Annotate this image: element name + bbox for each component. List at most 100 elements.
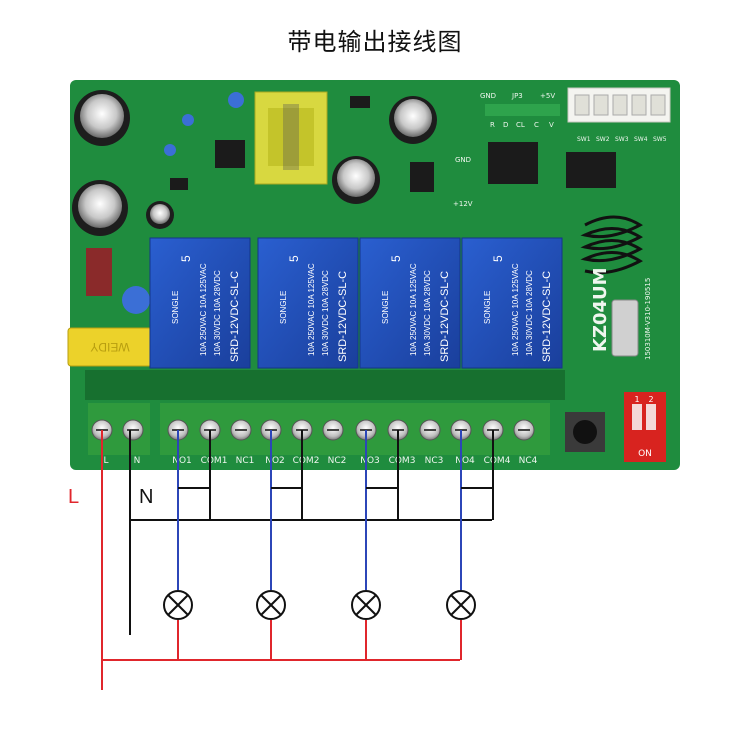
terminal-nc2: NC2 [322,419,347,466]
terminal-nc3: NC3 [419,419,444,466]
ceramic-cap-3 [164,144,176,156]
capacitor-brand: WEIDY [90,340,129,354]
fuse-resistor [86,248,112,296]
relay-4: SONGLE 10A 250VAC 10A 125VAC 10A 30VDC 10A… [461,237,563,369]
terminal-label: COM3 [389,456,416,466]
header-pin-r: R [490,121,495,129]
header-pin-c: C [534,121,539,129]
relay-3: SONGLE 10A 250VAC 10A 125VAC 10A 30VDC 10A… [359,237,461,369]
ceramic-cap-1 [228,92,244,108]
relay-model: SRD-12VDC-SL-C [439,271,451,362]
relay-brand: SONGLE [279,291,288,324]
relay-brand: SONGLE [483,291,492,324]
crystal-oscillator [611,299,639,357]
relay-rating-1: 10A 250VAC 10A 125VAC [409,263,418,356]
terminal-label: NO2 [265,456,285,466]
lamp-icon [256,590,286,620]
wiring-layer [101,430,494,690]
capacitor-center [332,156,380,204]
relay-number: 5 [389,255,403,262]
page-title: 带电输出接线图 [287,28,463,56]
neutral-label: N [139,486,153,508]
terminal-label: COM2 [293,456,320,466]
safety-capacitor: WEIDY [67,327,153,367]
terminal-label: NC1 [236,456,255,466]
smd-2 [350,96,370,108]
gnd2-label: GND [455,156,471,164]
pcb-code: 150310M-V310-190515 [644,278,652,360]
relay-number: 5 [287,255,301,262]
relay-1: SONGLE 10A 250VAC 10A 125VAC 10A 30VDC 10A… [149,237,251,369]
header-pad-row [485,104,560,116]
capacitor-small-left [146,201,174,229]
relay-brand: SONGLE [171,291,180,324]
relay-brand: SONGLE [381,291,390,324]
relay-rating-2: 10A 30VDC 10A 28VDC [423,270,432,356]
relay-rating-2: 10A 30VDC 10A 28VDC [525,270,534,356]
relay-body [149,237,251,369]
relay-body [257,237,359,369]
dip-num-2: 2 [648,395,653,404]
terminal-nc1: NC1 [230,419,255,466]
relay-number: 5 [179,255,193,262]
sw2-label: SW2 [596,136,610,143]
regulator [215,140,245,168]
header-slots [574,94,666,116]
capacitor-top-left [74,90,130,146]
pcb-board: GND JP3 +5V R D CL C V SW1 SW2 SW3 SW4 S… [67,80,680,470]
board-model: KZ04UM [590,267,611,352]
relay-group: SONGLE 10A 250VAC 10A 125VAC 10A 30VDC 10A… [149,237,563,369]
lamp-icon [446,590,476,620]
relay-body [461,237,563,369]
header-gnd-label: GND [480,92,496,100]
smd-1 [170,178,188,190]
terminal-label: N [134,456,141,466]
sw5-label: SW5 [653,136,667,143]
antenna-coil [580,215,643,275]
terminal-label: COM1 [201,456,228,466]
terminal-nc4: NC4 [513,419,538,466]
header-pin-cl: CL [516,121,525,129]
header-jp3-label: JP3 [511,92,523,100]
sw4-label: SW4 [634,136,648,143]
varistor [122,286,150,314]
lamp-icon [163,590,193,620]
lamp-icon [351,590,381,620]
plus12v-label: +12V [453,200,473,208]
relay-number: 5 [491,255,505,262]
sw3-label: SW3 [615,136,629,143]
dip-num-1: 1 [634,395,639,404]
terminal-label: NO1 [172,456,192,466]
header-5v-label: +5V [540,92,555,100]
terminal-label: NC4 [519,456,538,466]
terminal-label: NC3 [425,456,444,466]
terminal-label: NO3 [360,456,380,466]
transformer [254,91,328,185]
terminal-label: NC2 [328,456,347,466]
relay-model: SRD-12VDC-SL-C [337,271,349,362]
relay-rating-1: 10A 250VAC 10A 125VAC [199,263,208,356]
relay-rating-1: 10A 250VAC 10A 125VAC [307,263,316,356]
header-pin-v: V [549,121,554,129]
dip-on-label: ON [638,449,652,459]
relay-model: SRD-12VDC-SL-C [229,271,241,362]
pcb-bottom-strip [85,370,565,400]
relay-rating-2: 10A 30VDC 10A 28VDC [213,270,222,356]
sw1-label: SW1 [577,136,591,143]
ceramic-cap-2 [182,114,194,126]
tactile-button [565,412,605,452]
terminal-label: COM4 [484,456,511,466]
ic-chip-2 [566,152,616,188]
relay-rating-1: 10A 250VAC 10A 125VAC [511,263,520,356]
relay-model: SRD-12VDC-SL-C [541,271,553,362]
terminal-label: L [103,456,108,466]
regulator-2 [410,162,434,192]
ic-chip-1 [488,142,538,184]
capacitor-top-right [389,96,437,144]
live-label: L [68,486,79,508]
dip-switch: 1 2 ON [624,392,666,462]
relay-body [359,237,461,369]
header-pin-d: D [503,121,508,129]
